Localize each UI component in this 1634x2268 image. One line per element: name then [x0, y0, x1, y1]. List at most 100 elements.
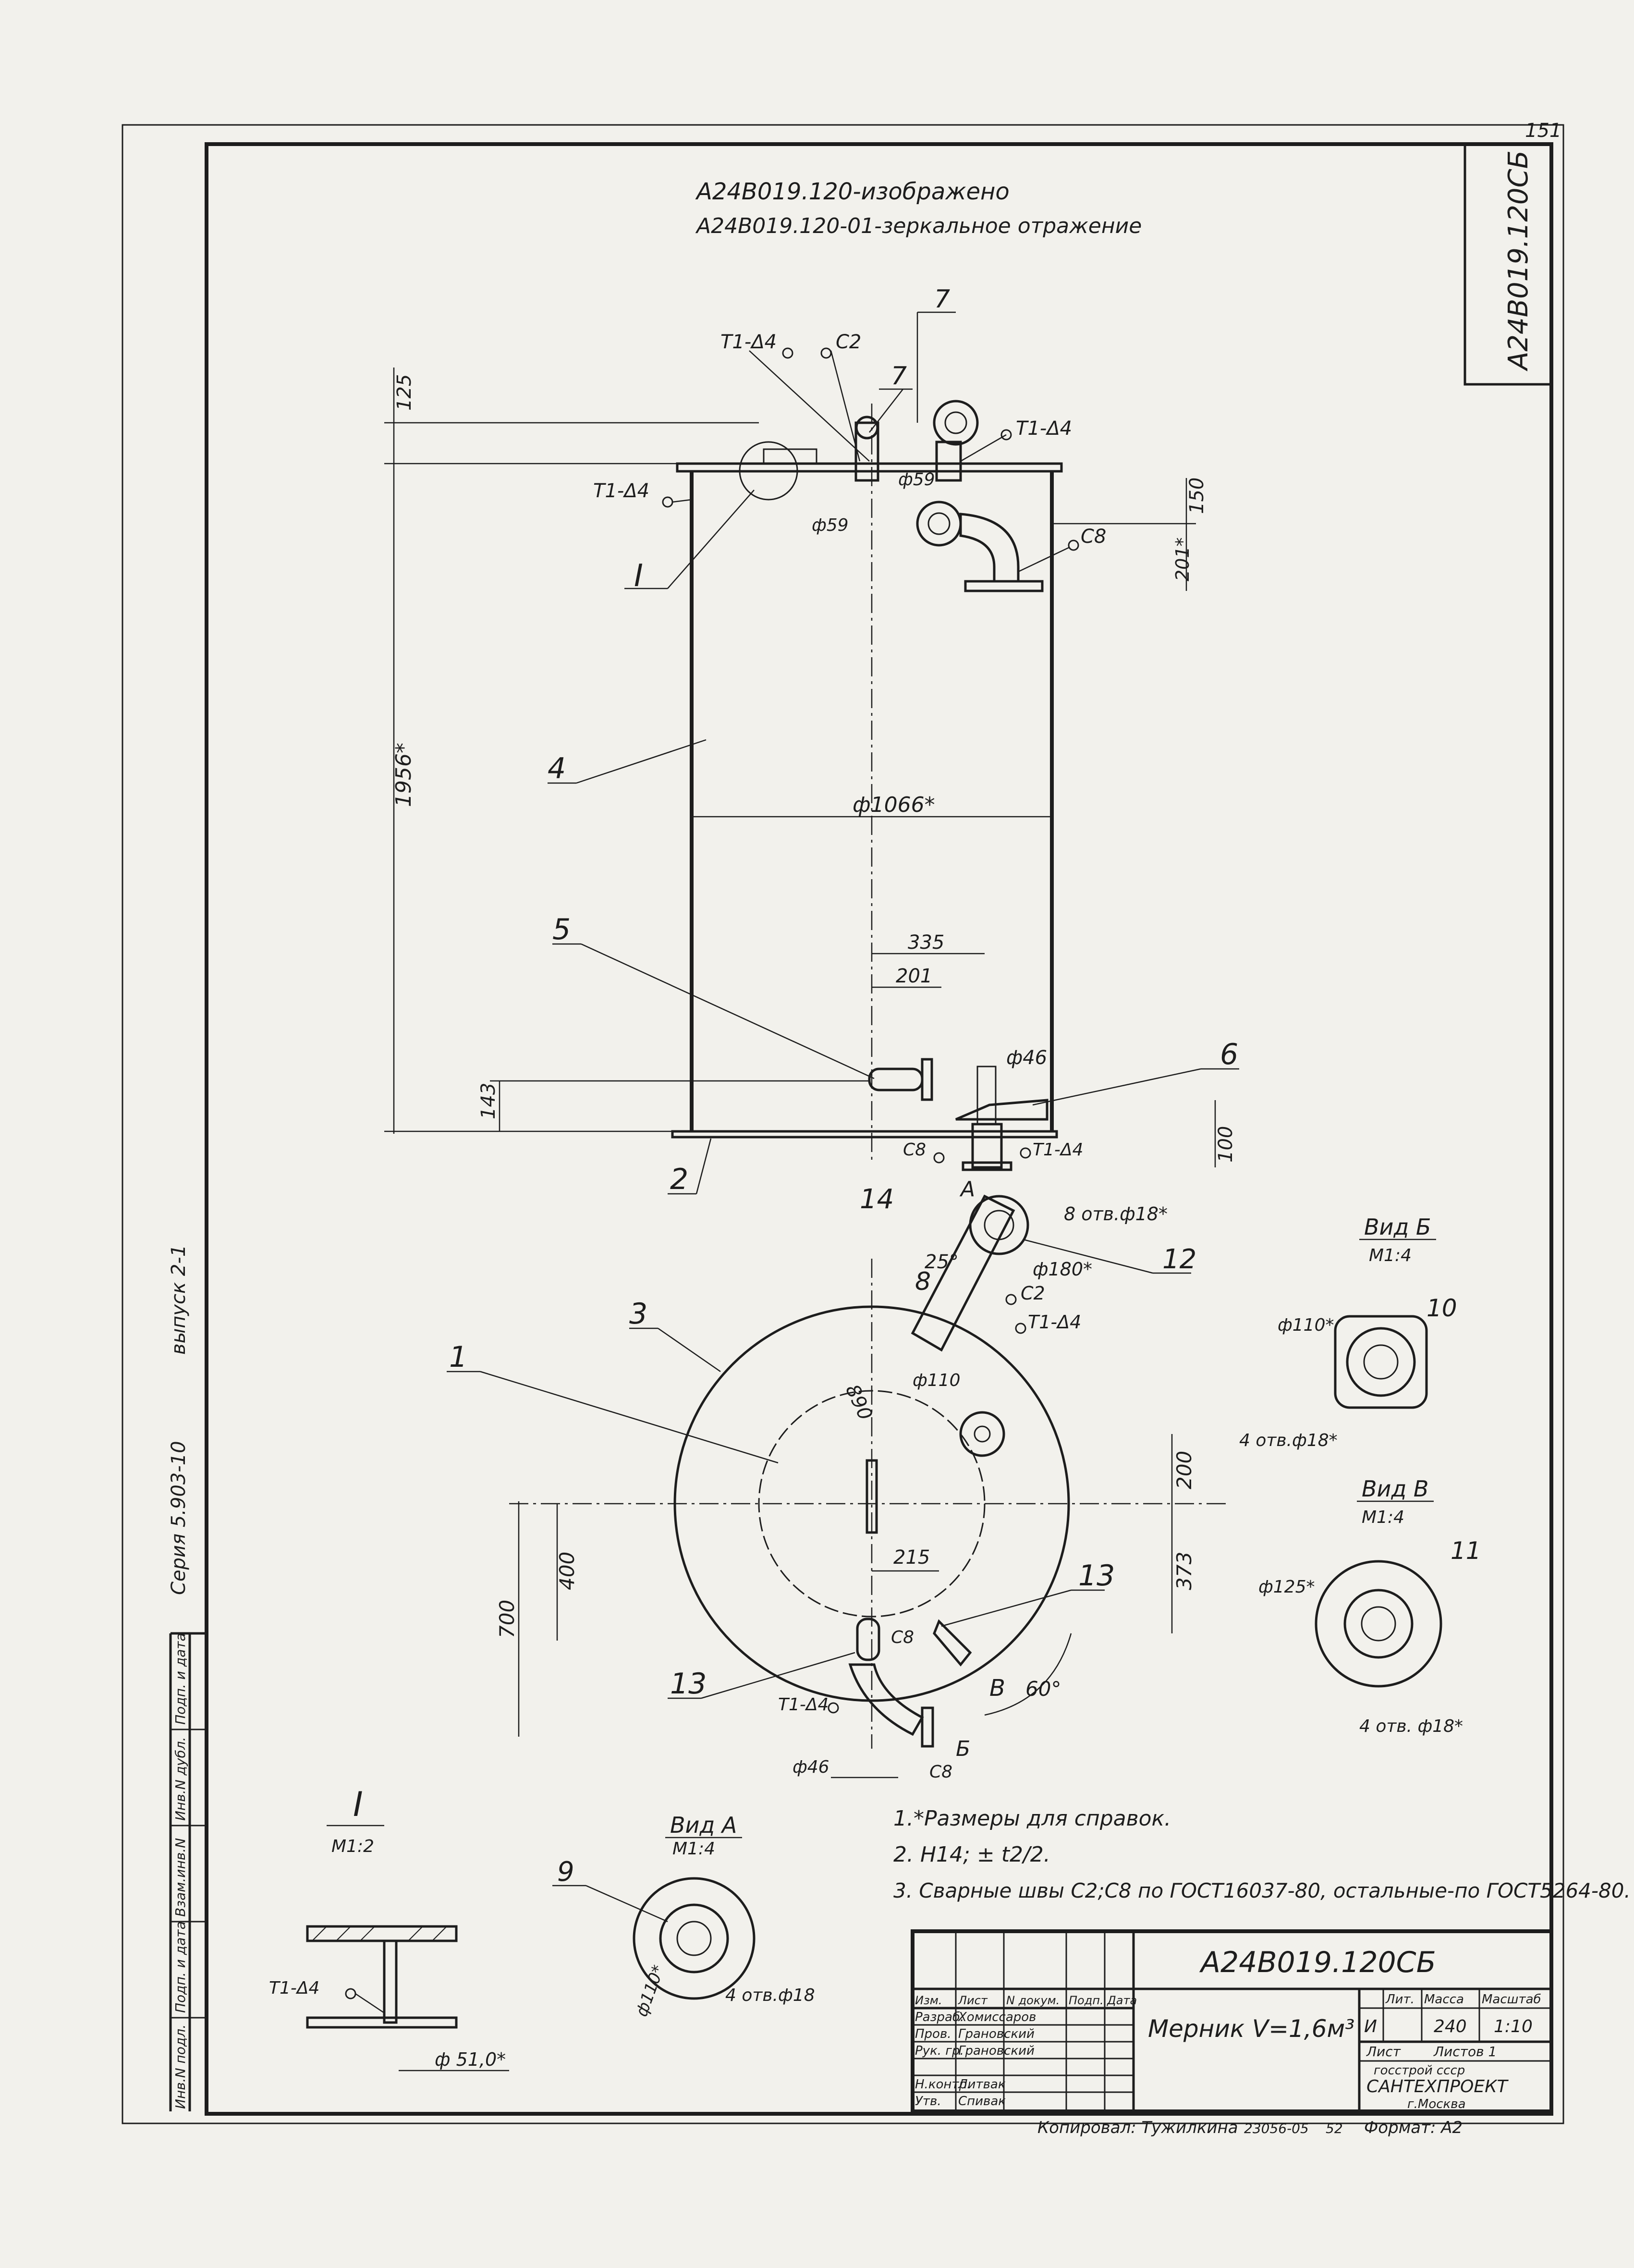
side-outlet-elbow — [959, 513, 1020, 583]
detail-i-marker: I — [634, 558, 643, 594]
note-3: 3. Сварные швы С2;С8 по ГОСТ16037-80, ос… — [893, 1879, 1631, 1902]
plan-phi180: ф180* — [1033, 1259, 1092, 1280]
footer-copied: Копировал: Тужилкина — [1037, 2118, 1238, 2137]
front-view: 125 1956* ф1066* 335 201 ф46 143 100 150… — [384, 285, 1239, 1196]
scale-value: 1:10 — [1494, 2017, 1533, 2036]
plan-weld-t1-bottom: Т1-Δ4 — [778, 1695, 829, 1715]
view-a: Вид А М1:4 9 ф110* 4 отв.ф18 — [552, 1812, 815, 2019]
col-data: Дата — [1107, 1994, 1137, 2007]
plan-pos-13-left: 13 — [670, 1667, 707, 1701]
plan-bottom-flange — [921, 1706, 934, 1748]
view-v-phi: ф125* — [1258, 1577, 1315, 1597]
side-outlet-flange — [916, 501, 962, 547]
view-v-scale: М1:4 — [1362, 1508, 1404, 1527]
drain-support — [955, 1099, 1049, 1121]
org-2: САНТЕХПРОЕКТ — [1366, 2077, 1509, 2096]
weld-t1-left: Т1-Δ4 — [593, 480, 649, 502]
scale-header: Масштаб — [1482, 1992, 1541, 2007]
detail-i-scale: М1:2 — [331, 1837, 374, 1856]
view-a-title: Вид А — [670, 1812, 737, 1838]
title-name: Мерник V=1,6м³ — [1148, 2015, 1354, 2043]
side-code: А24В019.120СБ — [1503, 150, 1534, 371]
view-b-scale: М1:4 — [1369, 1246, 1412, 1265]
series-label: Серия 5.903-10 — [168, 1441, 190, 1595]
header-line2: А24В019.120-01-зеркальное отражение — [695, 214, 1142, 238]
sheets-label: Листов 1 — [1433, 2044, 1497, 2060]
detail-i-title: I — [353, 1785, 363, 1824]
dim-1956: 1956* — [391, 743, 416, 807]
stamp-cell-1: Инв.N подл. — [172, 2024, 188, 2109]
plan-side-nozzle — [959, 1411, 1005, 1457]
inclined-flange — [969, 1195, 1029, 1255]
view-v-title: Вид В — [1362, 1476, 1428, 1502]
plan-pos-13-right: 13 — [1078, 1559, 1115, 1593]
footer-format: Формат: А2 — [1364, 2118, 1463, 2137]
dim-150: 150 — [1186, 478, 1208, 514]
issue-label: выпуск 2-1 — [168, 1245, 190, 1355]
view-v-arrow-label: В — [989, 1675, 1005, 1702]
view-b-arrow-label: Б — [956, 1737, 970, 1761]
plan-pos-14: 14 — [860, 1184, 894, 1215]
lit-value: И — [1364, 2017, 1377, 2036]
pos-7-lower: 7 — [891, 362, 907, 391]
weld-c2-top: С2 — [836, 331, 861, 353]
pos-5: 5 — [552, 913, 571, 946]
row-2-name: Грановский — [958, 2027, 1035, 2041]
leader-c2 — [830, 350, 861, 462]
outer-frame — [122, 124, 1564, 2124]
org-3: г.Москва — [1407, 2097, 1466, 2111]
dim-phi46: ф46 — [1006, 1047, 1047, 1069]
detail-i-pipe-wall — [383, 1939, 398, 2024]
row-5-role: Н.контр. — [915, 2077, 971, 2092]
inner-frame — [205, 142, 1553, 2116]
view-v-pos: 11 — [1451, 1537, 1481, 1565]
detail-i-circle — [739, 441, 798, 501]
view-a-arrow-label: А — [959, 1177, 975, 1201]
stamp-cell-2: Подп. и дата — [172, 1921, 188, 2013]
col-izm: Изм. — [915, 1994, 942, 2007]
drain-pipe — [976, 1066, 997, 1125]
note-2: 2. Н14; ± t2/2. — [893, 1842, 1050, 1867]
detail-i: I М1:2 Т1-Δ4 ф 51,0* — [269, 1785, 509, 2072]
footer-num: 52 — [1326, 2121, 1343, 2136]
view-b-title: Вид Б — [1364, 1214, 1431, 1240]
plan-pos-12: 12 — [1162, 1244, 1196, 1275]
plan-nozzle-13a — [856, 1618, 880, 1661]
view-b-phi: ф110* — [1278, 1315, 1334, 1335]
view-a-holes: 4 отв.ф18 — [725, 1986, 815, 2005]
row-1-role: Разраб. — [915, 2010, 964, 2024]
view-a-pos: 9 — [557, 1856, 574, 1888]
leader-t1-top — [749, 350, 870, 462]
plan-phi110: ф110 — [913, 1371, 961, 1390]
dim-201r: 201* — [1172, 537, 1193, 581]
view-b-pos: 10 — [1427, 1294, 1457, 1322]
bottom-side-flange — [921, 1058, 933, 1101]
pos-7-upper: 7 — [934, 285, 950, 314]
top-cover — [676, 462, 1063, 473]
note-1: 1.*Размеры для справок. — [893, 1806, 1171, 1831]
weld-c8-bottom: С8 — [903, 1140, 926, 1160]
view-v-flange — [1315, 1560, 1442, 1688]
view-a-flange — [633, 1877, 756, 2000]
view-v: Вид В М1:4 11 ф125* 4 отв. ф18* — [1258, 1476, 1481, 1736]
title-block: А24В019.120СБ Мерник V=1,6м³ Изм. Лист N… — [911, 1929, 1553, 2113]
plan-bottom-elbow — [848, 1663, 924, 1736]
col-list: Лист — [958, 1994, 988, 2007]
plan-weld-c8: С8 — [891, 1628, 914, 1647]
plan-weld-c8-bottom: С8 — [929, 1762, 952, 1782]
mass-header: Масса — [1424, 1992, 1464, 2007]
drain-flange — [962, 1161, 1012, 1171]
view-a-scale: М1:4 — [672, 1839, 715, 1859]
bottom-side-nozzle — [868, 1067, 924, 1091]
view-v-holes: 4 отв. ф18* — [1359, 1716, 1463, 1736]
plan-weld-c2: С2 — [1021, 1283, 1045, 1304]
weld-c8-right: С8 — [1081, 526, 1106, 548]
side-code-box — [1463, 143, 1553, 386]
row-3-name: Грановский — [958, 2044, 1035, 2058]
plan-phi46: ф46 — [793, 1757, 829, 1777]
vent-pipe — [854, 421, 879, 482]
col-ndoc: N докум. — [1006, 1994, 1060, 2007]
sheet-number: 151 — [1525, 120, 1561, 142]
stamp-cell-5: Подп. и дата — [172, 1633, 188, 1725]
